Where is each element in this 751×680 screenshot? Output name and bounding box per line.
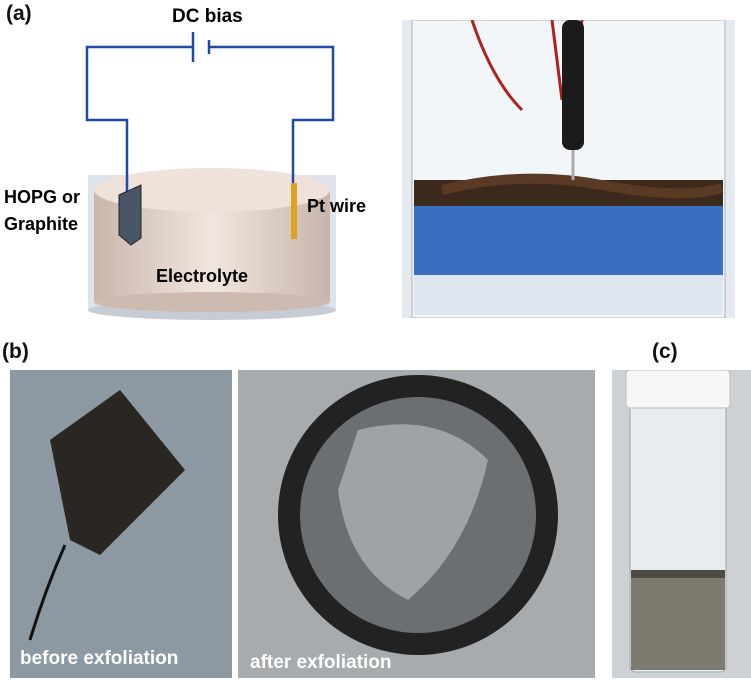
before-exfoliation-photo: before exfoliation [10,370,232,678]
dc-bias-label: DC bias [172,6,243,27]
hopg-label-line2: Graphite [4,214,78,234]
pt-wire [291,183,297,239]
panel-label-a: (a) [6,2,32,25]
wire-right [210,45,335,185]
beaker-photo [402,20,735,318]
panel-label-b: (b) [2,340,29,363]
hopg-label-line1: HOPG or [4,187,80,207]
electrochemical-cell-diagram: DC bias HOPG or Graphite Pt wire Electro… [4,6,366,320]
electrolyte-label: Electrolyte [156,266,248,286]
after-exfoliation-caption: after exfoliation [250,652,392,673]
pt-wire-label: Pt wire [307,196,366,216]
dispersion-vial-photo [612,370,751,678]
electrolyte-surface [94,168,330,212]
after-exfoliation-photo: after exfoliation [238,370,595,678]
before-exfoliation-caption: before exfoliation [20,648,179,669]
panel-label-c: (c) [652,340,678,363]
graphite-electrode [118,184,142,246]
wire-left [85,45,192,193]
